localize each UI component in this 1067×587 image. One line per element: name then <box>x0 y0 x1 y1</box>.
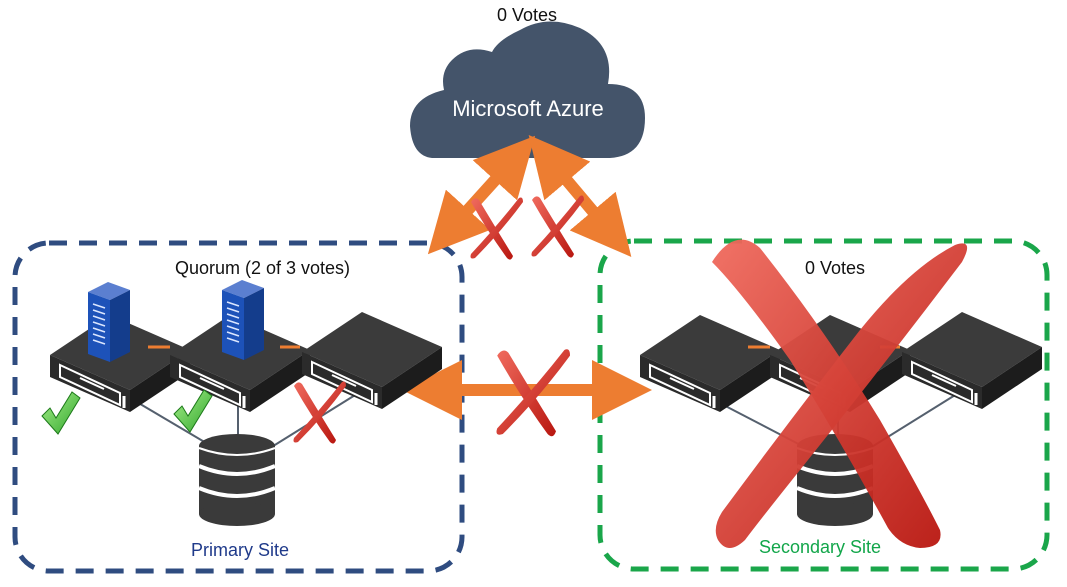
primary-server-3-icon <box>300 310 444 411</box>
primary-server-2-tower-icon <box>221 279 265 361</box>
primary-site-label: Primary Site <box>190 540 289 560</box>
primary-server-1-tower-icon <box>87 281 131 363</box>
primary-site-boundary <box>12 240 465 574</box>
primary-database-icon <box>197 432 277 528</box>
primary-server-3-x-icon <box>293 381 346 444</box>
primary-cloud-link-x-icon <box>470 197 523 260</box>
azure-cloud-label: Microsoft Azure <box>452 96 604 121</box>
secondary-server-1-icon <box>638 313 782 414</box>
primary-cloud-link-arrow <box>427 135 536 255</box>
quorum-label: Quorum (2 of 3 votes) <box>174 258 351 278</box>
primary-server-1-check-icon <box>41 391 81 435</box>
secondary-site-failed-x-icon <box>712 239 968 548</box>
secondary-site-label: Secondary Site <box>758 537 882 557</box>
secondary-cloud-link-x-icon <box>531 195 584 258</box>
secondary-votes-label: 0 Votes <box>804 258 866 278</box>
primary-server-2-check-icon <box>173 389 213 433</box>
secondary-server-3-icon <box>900 310 1044 411</box>
azure-cloud <box>410 21 645 158</box>
cloud-votes-label: 0 Votes <box>496 5 558 25</box>
